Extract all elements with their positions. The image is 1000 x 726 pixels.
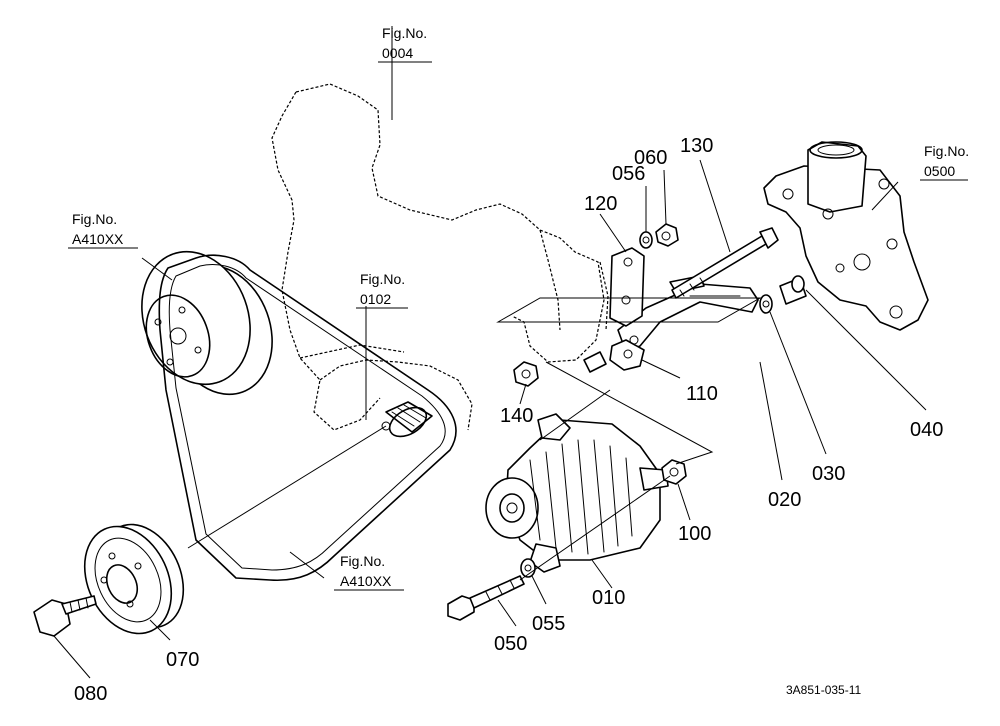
part-number-056: 056 (612, 163, 645, 185)
pulley-bolt (33, 595, 97, 637)
svg-text:A410XX: A410XX (72, 231, 124, 247)
washer-030 (759, 294, 773, 314)
leader-lines (53, 26, 927, 679)
svg-text:Fig.No.: Fig.No. (382, 25, 427, 41)
alternator (485, 413, 669, 573)
nut-100 (661, 459, 687, 485)
bolt-130 (671, 227, 779, 299)
fig-ref-a410xx-lower: Fig.No. A410XX (334, 553, 404, 591)
bolt-050 (447, 575, 525, 621)
svg-text:0500: 0500 (924, 163, 955, 179)
svg-text:Fig.No.: Fig.No. (72, 211, 117, 227)
svg-text:Fig.No.: Fig.No. (924, 143, 969, 159)
water-flange-housing (763, 141, 929, 331)
drawing-code: 3A851-035-11 (786, 683, 861, 697)
part-number-070: 070 (166, 649, 199, 671)
part-labels: 010 020 030 040 050 055 056 060 070 080 … (74, 135, 943, 705)
bracket-120 (609, 247, 645, 327)
svg-text:Fig.No.: Fig.No. (340, 553, 385, 569)
part-number-130: 130 (680, 135, 713, 157)
part-number-050: 050 (494, 633, 527, 655)
fig-ref-0004: Fig.No. 0004 (378, 25, 432, 63)
water-pump-pulley (141, 250, 273, 396)
part-number-080: 080 (74, 683, 107, 705)
part-number-020: 020 (768, 489, 801, 511)
part-number-030: 030 (812, 463, 845, 485)
part-number-140: 140 (500, 405, 533, 427)
svg-text:0004: 0004 (382, 45, 413, 61)
fig-ref-0102: Fig.No. 0102 (356, 271, 408, 309)
crankshaft-pulley (83, 523, 185, 635)
part-number-010: 010 (592, 587, 625, 609)
part-number-055: 055 (532, 613, 565, 635)
svg-text:Fig.No.: Fig.No. (360, 271, 405, 287)
part-number-040: 040 (910, 419, 943, 441)
part-number-060: 060 (634, 147, 667, 169)
fig-ref-0500: Fig.No. 0500 (920, 143, 969, 181)
fig-ref-a410xx-upper: Fig.No. A410XX (68, 211, 138, 249)
washer-056 (639, 231, 653, 249)
part-number-120: 120 (584, 193, 617, 215)
v-belt (158, 254, 457, 582)
crankshaft-spline (381, 401, 433, 438)
nut-060 (655, 223, 679, 247)
bolt-small (583, 351, 607, 373)
part-number-100: 100 (678, 523, 711, 545)
bolt-040 (779, 275, 807, 305)
part-number-110: 110 (686, 383, 718, 405)
svg-text:A410XX: A410XX (340, 573, 392, 589)
svg-text:0102: 0102 (360, 291, 391, 307)
engine-block-outline (271, 83, 609, 431)
nut-140 (513, 361, 539, 387)
